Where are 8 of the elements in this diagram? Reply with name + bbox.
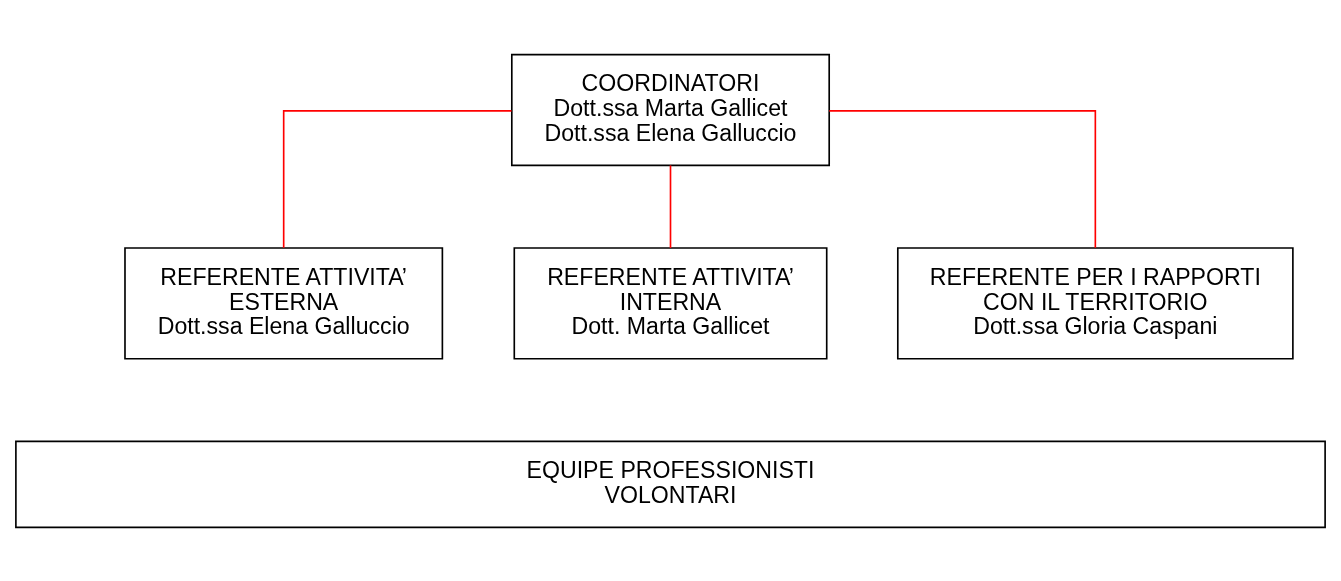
connector	[282, 109, 513, 248]
node-box: EQUIPE PROFESSIONISTI VOLONTARI	[15, 440, 1326, 528]
connector	[828, 109, 1097, 248]
node-box: REFERENTE PER I RAPPORTI CON IL TERRITORIO Dott.ssa Gloria Caspani	[896, 246, 1294, 360]
connector	[669, 164, 672, 249]
node-box: REFERENTE ATTIVITA’ ESTERNA Dott.ssa Elena Galluccio	[124, 246, 444, 360]
node-box: COORDINATORI Dott.ssa Marta Gallicet Dott.ssa Elena Galluccio	[511, 53, 830, 166]
node-box: REFERENTE ATTIVITA’ INTERNA Dott. Marta Gallicet	[513, 246, 828, 360]
